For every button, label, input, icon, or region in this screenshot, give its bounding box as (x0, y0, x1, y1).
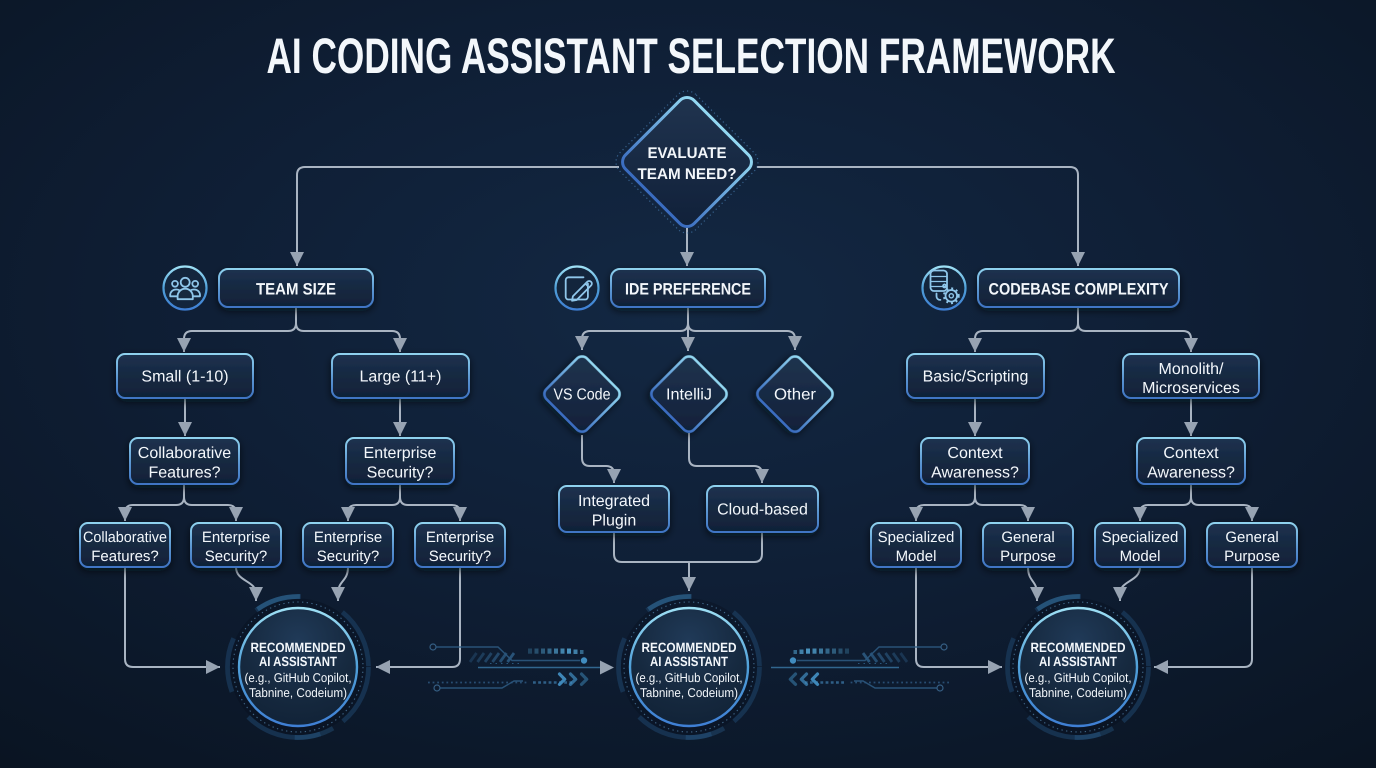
svg-text:Purpose: Purpose (1224, 548, 1280, 565)
svg-text:Specialized: Specialized (878, 529, 955, 546)
svg-text:TEAM NEED?: TEAM NEED? (638, 166, 737, 183)
svg-text:General: General (1225, 529, 1278, 546)
svg-text:Large (11+): Large (11+) (360, 369, 442, 386)
svg-text:TEAM SIZE: TEAM SIZE (256, 281, 336, 299)
svg-text:Monolith/: Monolith/ (1159, 361, 1224, 378)
svg-text:Collaborative: Collaborative (83, 529, 167, 546)
svg-text:Plugin: Plugin (592, 513, 636, 530)
svg-text:IntelliJ: IntelliJ (666, 387, 712, 404)
svg-text:Context: Context (1163, 445, 1219, 462)
svg-text:Security?: Security? (429, 548, 492, 565)
svg-text:Basic/Scripting: Basic/Scripting (923, 369, 1029, 386)
svg-text:Enterprise: Enterprise (314, 529, 382, 546)
svg-text:VS Code: VS Code (554, 387, 611, 404)
svg-text:Model: Model (896, 548, 937, 565)
svg-text:Awareness?: Awareness? (1147, 465, 1235, 482)
svg-text:Small (1-10): Small (1-10) (141, 369, 228, 386)
svg-text:Purpose: Purpose (1000, 548, 1056, 565)
svg-text:IDE PREFERENCE: IDE PREFERENCE (625, 281, 751, 299)
svg-text:Enterprise: Enterprise (364, 445, 437, 462)
svg-text:General: General (1001, 529, 1054, 546)
svg-text:Security?: Security? (367, 465, 434, 482)
svg-text:Cloud-based: Cloud-based (717, 502, 808, 519)
svg-text:Enterprise: Enterprise (426, 529, 494, 546)
svg-text:Other: Other (774, 387, 817, 404)
svg-text:CODEBASE COMPLEXITY: CODEBASE COMPLEXITY (989, 281, 1169, 299)
svg-text:Enterprise: Enterprise (202, 529, 270, 546)
svg-text:Security?: Security? (205, 548, 268, 565)
svg-text:Security?: Security? (317, 548, 380, 565)
svg-text:Context: Context (947, 445, 1003, 462)
svg-text:Awareness?: Awareness? (931, 465, 1019, 482)
svg-text:AI CODING ASSISTANT SELECTION: AI CODING ASSISTANT SELECTION FRAMEWORK (267, 28, 1116, 84)
svg-text:Collaborative: Collaborative (138, 445, 231, 462)
svg-text:Model: Model (1120, 548, 1161, 565)
svg-text:Microservices: Microservices (1142, 380, 1240, 397)
svg-text:Features?: Features? (148, 465, 220, 482)
svg-text:Integrated: Integrated (578, 493, 650, 510)
svg-text:Specialized: Specialized (1102, 529, 1179, 546)
svg-text:Features?: Features? (91, 548, 159, 565)
svg-text:EVALUATE: EVALUATE (648, 145, 727, 162)
